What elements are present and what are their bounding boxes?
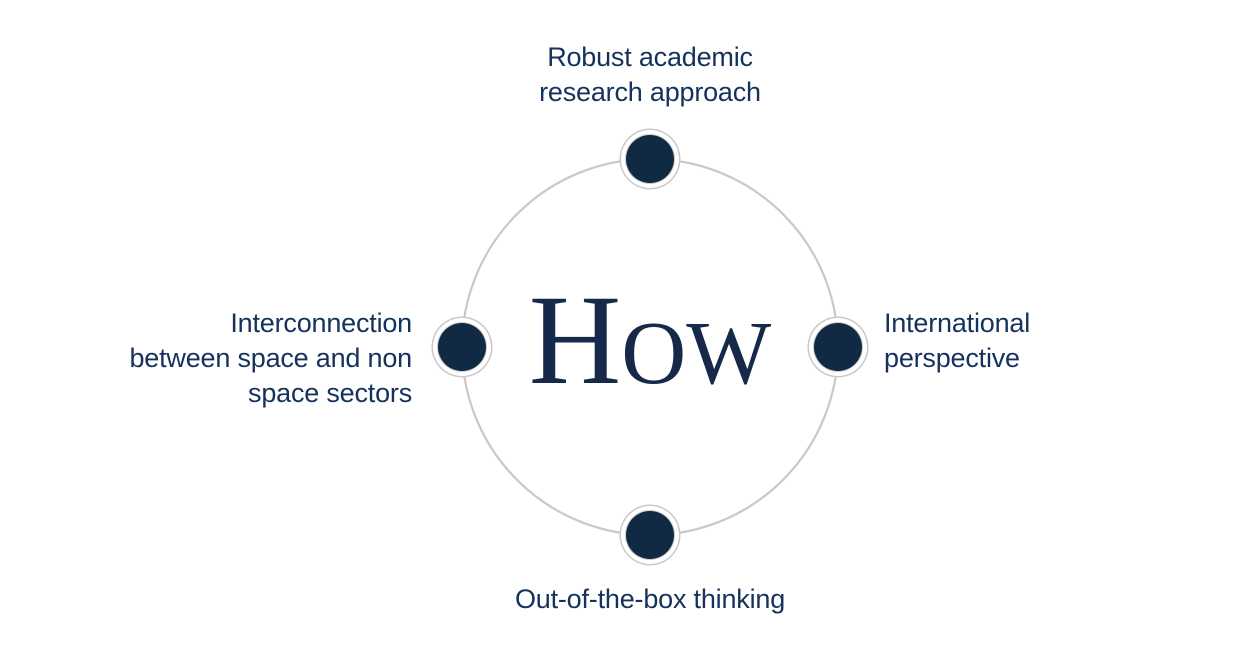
center-title-rest: ow (621, 269, 772, 411)
label-line: Interconnection (230, 308, 412, 338)
node-left-interconnection[interactable] (433, 318, 491, 376)
label-interconnection-between-space-and-non-space-sectors: Interconnection between space and non sp… (42, 306, 412, 411)
node-dot-icon (814, 323, 862, 371)
node-right-international-perspective[interactable] (809, 318, 867, 376)
center-title-cap: H (528, 269, 622, 411)
node-bottom-out-of-the-box-thinking[interactable] (621, 506, 679, 564)
node-dot-icon (438, 323, 486, 371)
label-line: research approach (539, 77, 761, 108)
label-line: between space and non (129, 343, 412, 374)
label-line: space sectors (248, 378, 412, 409)
label-line: perspective (884, 343, 1020, 374)
center-title-how: How (470, 276, 830, 404)
label-line: Out-of-the-box thinking (514, 584, 786, 614)
label-line: International (884, 308, 1031, 338)
label-line: Robust academic (547, 42, 753, 72)
label-robust-academic-research-approach: Robust academic research approach (440, 40, 860, 110)
label-out-of-the-box-thinking: Out-of-the-box thinking (440, 582, 860, 617)
node-dot-icon (626, 511, 674, 559)
node-dot-icon (626, 135, 674, 183)
node-top-robust-academic-research-approach[interactable] (621, 130, 679, 188)
label-international-perspective: International perspective (884, 306, 1214, 376)
